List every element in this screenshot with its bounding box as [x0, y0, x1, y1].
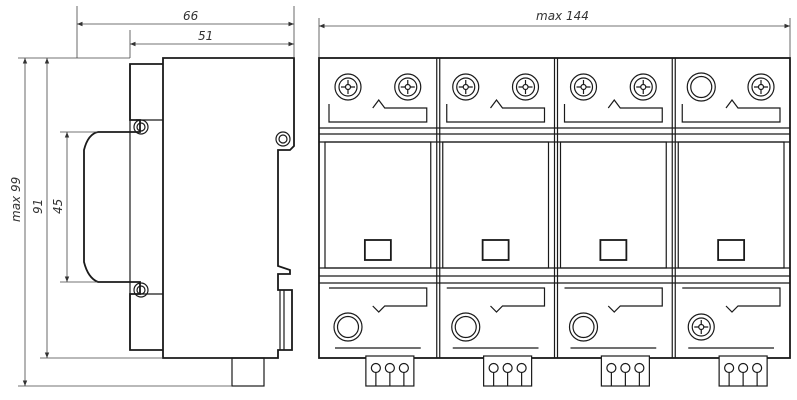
dim-width-max: max 144 [536, 9, 589, 23]
screw-terminal-icon [569, 73, 598, 101]
dim-height-max: max 99 [9, 177, 23, 222]
screw-terminal-icon [511, 73, 540, 101]
dim-depth-body: 51 [198, 29, 213, 43]
screw-terminal-icon [452, 73, 480, 101]
rivet-icon [133, 119, 149, 135]
screw-terminal-icon [687, 313, 715, 341]
module [436, 58, 550, 387]
terminal-socket-icon [568, 312, 599, 342]
rivet-icon [275, 131, 291, 147]
indicator-window [363, 239, 392, 261]
terminal-socket-icon [333, 312, 363, 342]
module [671, 58, 785, 387]
terminal-socket-icon [686, 72, 716, 102]
screw-terminal-icon [394, 73, 422, 101]
screw-terminal-icon [747, 73, 775, 101]
front-view: max 144 [318, 9, 791, 387]
dim-depth-total: 66 [183, 9, 199, 23]
terminal-socket-icon [451, 312, 481, 342]
screw-terminal-icon [334, 73, 362, 101]
side-view: 66 51 max 99 91 45 [9, 6, 295, 387]
indicator-window [717, 239, 746, 261]
indicator-window [481, 239, 510, 261]
dim-height-front: 45 [51, 199, 65, 214]
module [553, 58, 667, 387]
screw-terminal-icon [629, 73, 657, 101]
rivet-icon [133, 282, 149, 298]
module [324, 73, 432, 387]
indicator-window [599, 239, 628, 261]
dim-height-body: 91 [31, 199, 45, 214]
